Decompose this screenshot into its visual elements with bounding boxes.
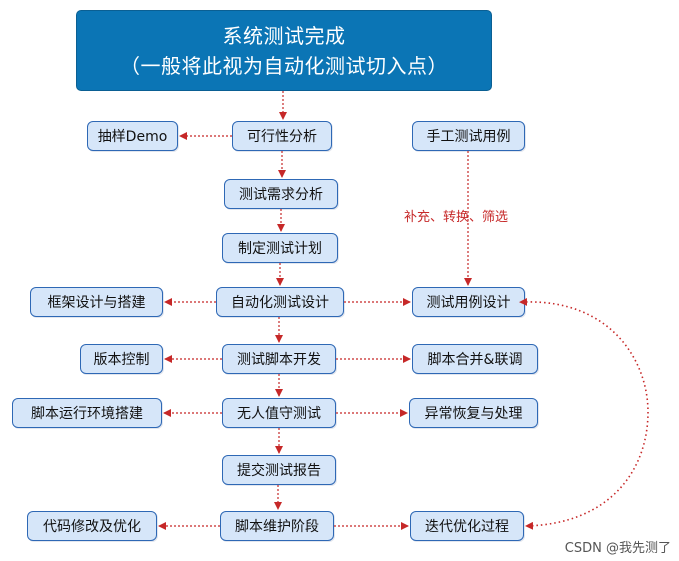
node-maintenance: 脚本维护阶段: [220, 511, 334, 541]
node-label: 异常恢复与处理: [424, 406, 523, 422]
edge-label-supplement: 补充、转换、筛选: [404, 210, 509, 225]
node-label: 提交测试报告: [237, 463, 321, 479]
node-label: 测试脚本开发: [237, 352, 321, 368]
node-env-setup: 脚本运行环境搭建: [12, 398, 162, 428]
node-case-design: 测试用例设计: [412, 287, 525, 317]
node-exception: 异常恢复与处理: [409, 398, 538, 428]
root-title: 系统测试完成: [222, 23, 346, 48]
root-subtitle: （一般将此视为自动化测试切入点）: [120, 53, 448, 78]
node-label: 无人值守测试: [237, 406, 321, 422]
node-plan: 制定测试计划: [222, 233, 338, 263]
node-feasibility: 可行性分析: [232, 121, 332, 151]
node-label: 脚本运行环境搭建: [31, 406, 143, 422]
node-label: 版本控制: [93, 352, 150, 368]
node-version-control: 版本控制: [80, 344, 163, 374]
node-script-dev: 测试脚本开发: [222, 344, 336, 374]
node-iteration: 迭代优化过程: [410, 511, 524, 541]
node-manual-cases: 手工测试用例: [412, 121, 525, 151]
node-label: 制定测试计划: [238, 241, 322, 257]
root-node-system-test-complete: 系统测试完成 （一般将此视为自动化测试切入点）: [76, 10, 492, 91]
node-label: 脚本合并&联调: [427, 352, 523, 368]
node-auto-design: 自动化测试设计: [216, 287, 344, 317]
node-label: 代码修改及优化: [43, 519, 141, 535]
node-label: 迭代优化过程: [425, 519, 509, 535]
node-unattended: 无人值守测试: [222, 398, 336, 428]
node-report: 提交测试报告: [222, 455, 336, 485]
node-label: 测试用例设计: [426, 295, 511, 311]
node-merge-debug: 脚本合并&联调: [412, 344, 538, 374]
node-sampling-demo: 抽样Demo: [87, 121, 178, 151]
node-label: 框架设计与搭建: [47, 295, 146, 311]
node-label: 脚本维护阶段: [235, 519, 319, 535]
node-label: 抽样Demo: [97, 129, 168, 145]
watermark: CSDN @我先测了: [564, 541, 671, 556]
node-label: 自动化测试设计: [231, 295, 329, 311]
node-code-fix: 代码修改及优化: [27, 511, 157, 541]
node-framework: 框架设计与搭建: [30, 287, 163, 317]
node-label: 可行性分析: [247, 129, 317, 145]
node-requirement: 测试需求分析: [224, 179, 338, 209]
node-label: 测试需求分析: [239, 187, 323, 203]
node-label: 手工测试用例: [426, 129, 511, 145]
